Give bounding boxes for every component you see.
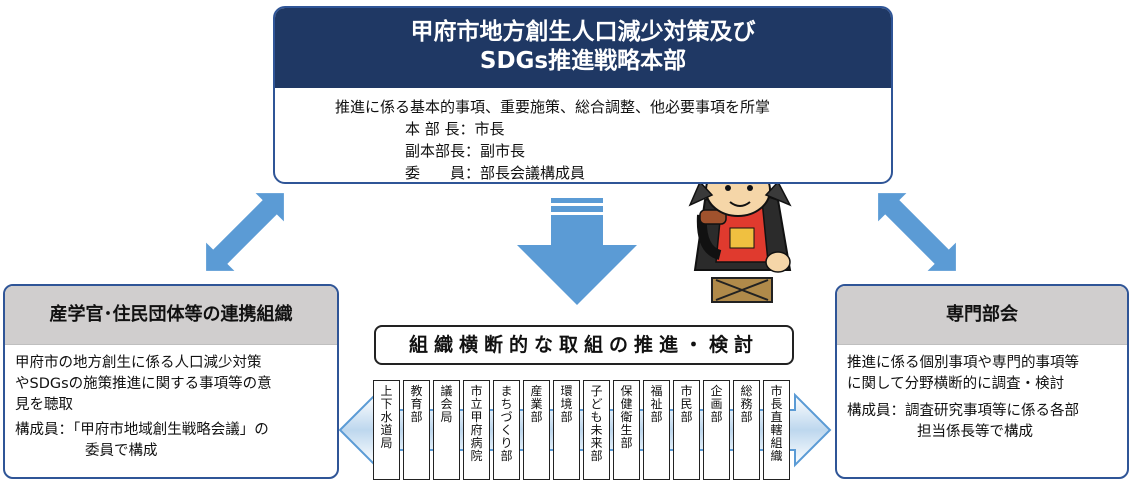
- right-box-body: 推進に係る個別事項や専門的事項等 に関して分野横断的に調査・検討 構成員：調査研…: [837, 345, 1127, 451]
- hq-title-line1: 甲府市地方創生人口減少対策及び: [410, 19, 756, 45]
- department-list: 上下水道局 教育部 議会局 市立甲府病院 まちづくり部 産業部 環境部 子ども未…: [373, 380, 799, 480]
- hq-title: 甲府市地方創生人口減少対策及び SDGs推進戦略本部: [275, 8, 891, 88]
- hq-member-vice-chief: 副本部長：副市長: [405, 142, 526, 160]
- right-box: 専門部会 推進に係る個別事項や専門的事項等 に関して分野横断的に調査・検討 構成…: [835, 284, 1129, 479]
- hq-description: 推進に係る基本的事項、重要施策、総合調整、他必要事項を所掌: [335, 98, 771, 116]
- left-box-line: 甲府市の地方創生に係る人口減少対策: [15, 355, 262, 371]
- left-box-line: 見を聴取: [15, 397, 73, 413]
- left-box-members-cont: 委員で構成: [85, 443, 158, 459]
- left-box: 産学官･住民団体等の連携組織 甲府市の地方創生に係る人口減少対策 やSDGsの施…: [3, 284, 339, 479]
- hq-member-committee: 委 員：部長会議構成員: [405, 164, 586, 182]
- department-item: 子ども未来部: [583, 380, 610, 480]
- hq-body: 推進に係る基本的事項、重要施策、総合調整、他必要事項を所掌 本 部 長：市長 副…: [275, 88, 891, 182]
- department-item: まちづくり部: [493, 380, 520, 480]
- left-box-title: 産学官･住民団体等の連携組織: [5, 286, 337, 345]
- department-item: 市長直轄組織: [763, 380, 790, 480]
- left-box-line: やSDGsの施策推進に関する事項等の意: [15, 376, 272, 392]
- hq-box: 甲府市地方創生人口減少対策及び SDGs推進戦略本部 推進に係る基本的事項、重要…: [273, 6, 893, 184]
- department-item: 議会局: [433, 380, 460, 480]
- hq-title-line2: SDGs推進戦略本部: [479, 48, 687, 74]
- department-item: 市民部: [673, 380, 700, 480]
- department-item: 産業部: [523, 380, 550, 480]
- right-box-members-cont: 担当係長等で構成: [917, 424, 1033, 440]
- right-box-title: 専門部会: [837, 286, 1127, 345]
- department-item: 教育部: [403, 380, 430, 480]
- department-item: 保健衛生部: [613, 380, 640, 480]
- down-arrow: [517, 198, 637, 305]
- hq-member-chief: 本 部 長：市長: [405, 120, 505, 138]
- department-item: 企画部: [703, 380, 730, 480]
- right-box-members: 構成員：調査研究事項等に係る各部: [847, 403, 1079, 419]
- left-box-body: 甲府市の地方創生に係る人口減少対策 やSDGsの施策推進に関する事項等の意 見を…: [5, 345, 337, 470]
- cross-org-title: 組織横断的な取組の推進・検討: [374, 325, 794, 365]
- right-box-line: に関して分野横断的に調査・検討: [847, 376, 1065, 392]
- left-box-members: 構成員：「甲府市地域創生戦略会議」の: [15, 422, 269, 438]
- right-box-line: 推進に係る個別事項や専門的事項等: [847, 355, 1079, 371]
- double-arrow-left: [206, 193, 284, 271]
- department-item: 上下水道局: [373, 380, 400, 480]
- department-item: 環境部: [553, 380, 580, 480]
- double-arrow-right: [878, 193, 956, 271]
- department-item: 市立甲府病院: [463, 380, 490, 480]
- department-item: 福祉部: [643, 380, 670, 480]
- department-item: 総務部: [733, 380, 760, 480]
